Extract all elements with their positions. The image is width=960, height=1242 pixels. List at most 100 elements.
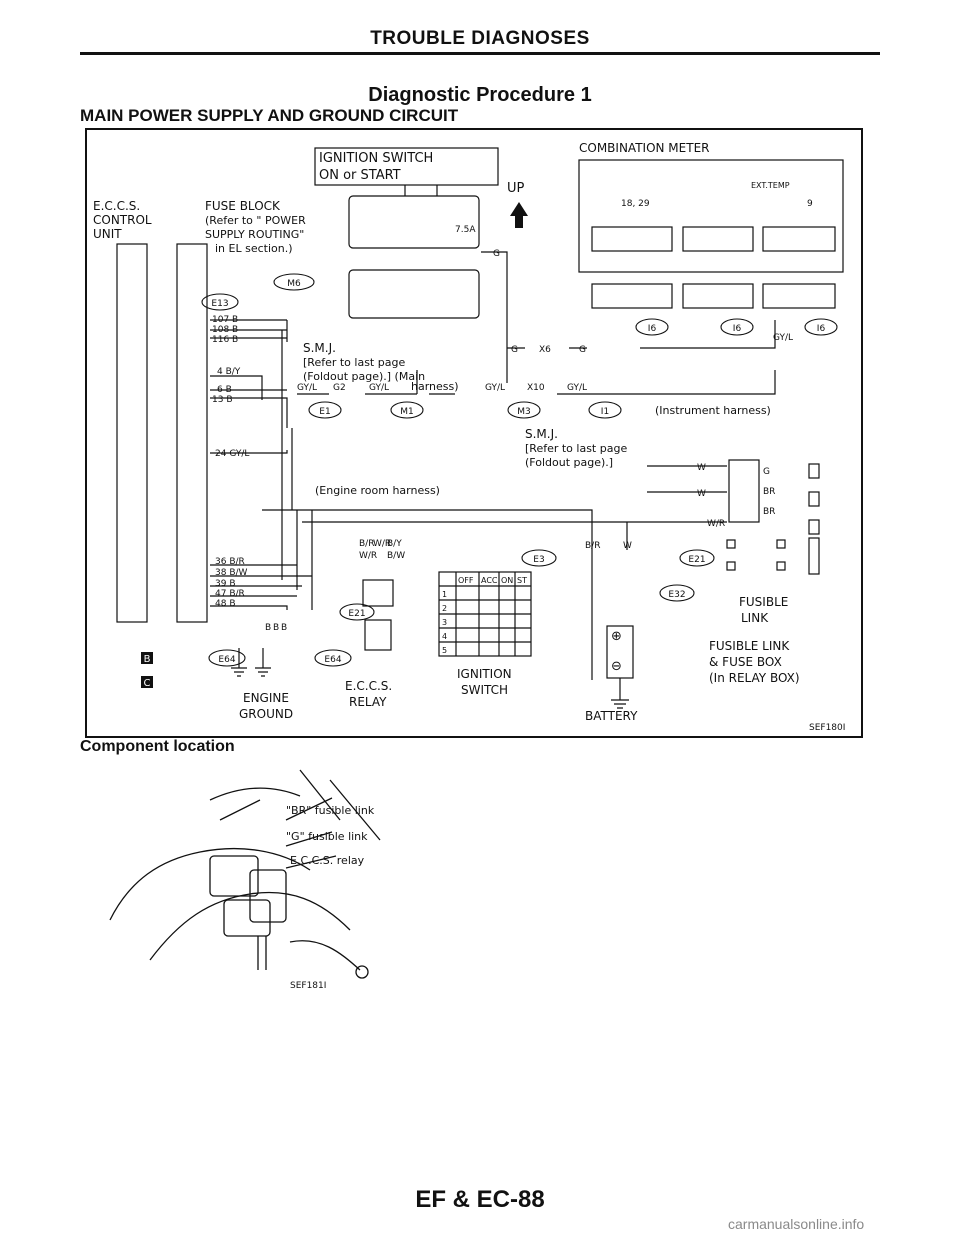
unit-icon-b xyxy=(141,652,153,664)
wire-label: B xyxy=(281,623,287,633)
engine-ground-line2: GROUND xyxy=(239,707,293,721)
eccs-unit-line1: E.C.C.S. xyxy=(93,199,140,213)
wire-label: W/R xyxy=(707,519,725,529)
procedure-title: Diagnostic Procedure 1 xyxy=(368,84,592,106)
ignition-table-header: OFF xyxy=(458,576,474,585)
connector-label: E21 xyxy=(688,555,705,565)
connector-label: I1 xyxy=(601,407,609,417)
watermark: carmanualsonline.info xyxy=(728,1216,865,1232)
wire-label: G xyxy=(579,345,586,355)
ignition-switch-state: ON or START xyxy=(319,168,401,183)
wire-label: X6 xyxy=(539,345,551,355)
connector-label: E1 xyxy=(319,407,330,417)
connector-label: I6 xyxy=(648,324,657,334)
smj-main-line3: (Foldout page).] (Main xyxy=(303,370,425,383)
pin-label: 24 GY/L xyxy=(215,449,249,459)
section-title: MAIN POWER SUPPLY AND GROUND CIRCUIT xyxy=(80,106,459,125)
fuse-block-lower xyxy=(348,269,480,319)
pin-label: 107 B xyxy=(212,315,238,325)
unit-icon-b-label: B xyxy=(144,654,151,665)
fuse-block-line2: (Refer to " POWER xyxy=(205,214,306,227)
pin-label: 13 B xyxy=(212,395,233,405)
wire-label: GY/L xyxy=(773,333,793,343)
ignition-table-row: 2 xyxy=(442,604,447,613)
wire-label: GY/L xyxy=(297,383,317,393)
wire-label: G2 xyxy=(333,383,346,393)
connector-label: I6 xyxy=(817,324,826,334)
pin-label: 108 B xyxy=(212,325,238,335)
eccs-unit-column-left xyxy=(116,243,148,623)
wire-label: GY/L xyxy=(567,383,587,393)
fusible-link-line2: LINK xyxy=(741,611,769,625)
wire-label: GY/L xyxy=(369,383,389,393)
wire-label: W/R xyxy=(359,551,377,561)
component-location-title: Component location xyxy=(80,738,235,755)
engine-room-harness-label: (Engine room harness) xyxy=(315,484,440,497)
eccs-unit-line2: CONTROL xyxy=(93,213,152,227)
eccs-relay-line2: RELAY xyxy=(349,695,387,709)
wire-label: G xyxy=(511,345,518,355)
page-number: EF & EC-88 xyxy=(415,1186,545,1213)
connector-label: E21 xyxy=(348,609,365,619)
eccs-unit-column-right xyxy=(176,243,208,623)
component-location-drawing: "BR" fusible link "G" fusible link E.C.C… xyxy=(109,769,381,990)
ignition-switch-title: IGNITION SWITCH xyxy=(319,151,433,166)
pin-label: 39 B xyxy=(215,579,236,589)
unit-icon-c xyxy=(141,676,153,688)
smj-main-line4: harness) xyxy=(411,380,459,393)
wire-label: W xyxy=(697,463,706,473)
ignition-table-row: 5 xyxy=(442,646,447,655)
battery-plus-icon: ⊕ xyxy=(611,629,622,644)
meter-pins-left: 18, 29 xyxy=(621,199,650,209)
smj-instr-line1: S.M.J. xyxy=(525,427,558,441)
wire-label: W/R xyxy=(373,539,391,549)
fuse-grid-label: BR xyxy=(763,507,775,517)
callout-g-fusible-link: "G" fusible link xyxy=(286,830,368,843)
eccs-relay-line1: E.C.C.S. xyxy=(345,679,392,693)
combination-meter-title: COMBINATION METER xyxy=(579,141,710,155)
smj-main-line1: S.M.J. xyxy=(303,341,336,355)
pin-label: 47 B/R xyxy=(215,589,245,599)
callout-br-fusible-link: "BR" fusible link xyxy=(286,804,375,817)
fusible-link-box-line3: (In RELAY BOX) xyxy=(709,671,800,685)
pin-label: 48 B xyxy=(215,599,236,609)
fuse-block-line3: SUPPLY ROUTING" xyxy=(205,228,304,241)
wire-label: B/R xyxy=(585,541,600,551)
eccs-unit-line3: UNIT xyxy=(93,227,122,241)
wire-label: G xyxy=(493,249,500,259)
wire-label: W xyxy=(697,489,706,499)
connector-label: E13 xyxy=(211,299,228,309)
connector-label: E64 xyxy=(218,655,235,665)
header-rule xyxy=(80,52,880,55)
wire-label: B xyxy=(273,623,279,633)
wire-label: B/R xyxy=(359,539,374,549)
unit-icon-c-label: C xyxy=(144,678,151,689)
meter-pin-right: 9 xyxy=(807,199,813,209)
ignition-table-row: 1 xyxy=(442,590,447,599)
ext-temp-label: EXT.TEMP xyxy=(751,181,790,190)
combination-meter xyxy=(578,159,844,273)
pin-label: 6 B xyxy=(217,385,232,395)
battery-minus-icon: ⊖ xyxy=(611,659,622,674)
pin-label: 4 B/Y xyxy=(217,367,241,377)
wiring-diagram-svg: B C IGNITION SWITCH ON or START E.C.C.S.… xyxy=(93,141,845,733)
ignition-table-header: ST xyxy=(517,576,527,585)
fuse-block xyxy=(348,195,480,249)
up-arrow-icon xyxy=(510,202,528,228)
up-label: UP xyxy=(507,181,525,196)
smj-instr-line2: [Refer to last page xyxy=(525,442,627,455)
wire-label: W xyxy=(623,541,632,551)
smj-instr-line3: (Foldout page).] xyxy=(525,456,613,469)
pin-label: 38 B/W xyxy=(215,568,248,578)
ignition-switch-line2: SWITCH xyxy=(461,683,508,697)
ignition-switch-box xyxy=(314,147,499,186)
fuse-grid-label: BR xyxy=(763,487,775,497)
ignition-table-row: 4 xyxy=(442,632,447,641)
fusible-link-box-line2: & FUSE BOX xyxy=(709,655,782,669)
fuse-grid-label: G xyxy=(763,467,770,477)
diagram-code: SEF180I xyxy=(809,723,845,733)
ignition-switch-line1: IGNITION xyxy=(457,667,512,681)
fuse-rating: 7.5A xyxy=(455,225,476,235)
instrument-harness-label: (Instrument harness) xyxy=(655,404,771,417)
engine-ground-line1: ENGINE xyxy=(243,691,289,705)
